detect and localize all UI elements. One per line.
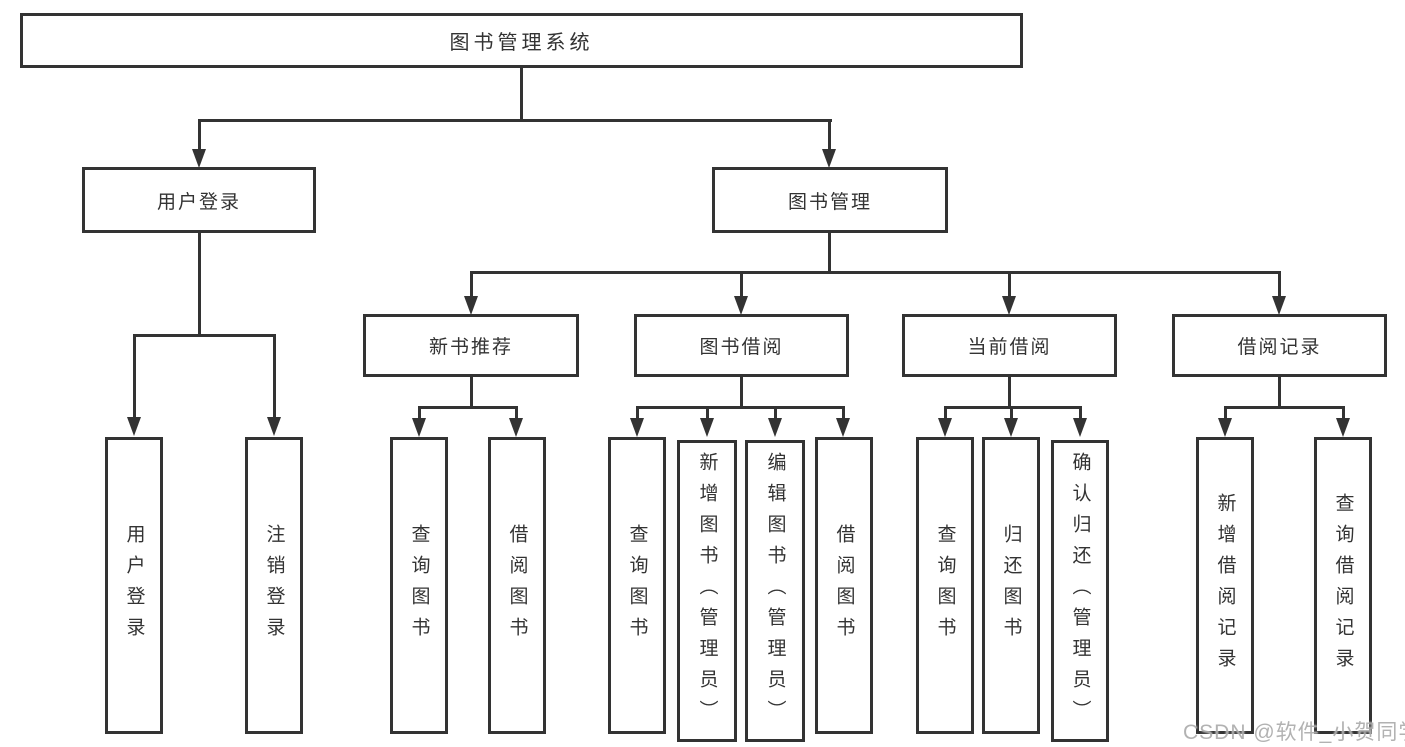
node-label: 用户登录 [123,523,145,648]
connector-line [1008,375,1011,408]
arrowhead-icon [700,418,714,437]
node-label: 借阅图书 [506,523,528,648]
connector-line [1278,375,1281,408]
csdn-watermark: CSDN @软件_小贺同学 [1183,721,1405,744]
leaf-borrow-books: 借阅图书 [815,437,873,734]
connector-line [828,231,831,274]
arrowhead-icon [412,418,426,437]
connector-line [1224,406,1344,409]
node-label: 编辑图书（管理员） [764,451,786,731]
connector-line [1008,271,1011,298]
node-label: 查询图书 [626,523,648,648]
connector-line [133,334,136,418]
leaf-query-books: 查询图书 [916,437,974,734]
node-label: 图书管理 [787,191,872,213]
connector-line [944,406,1082,409]
connector-line [1278,271,1281,298]
connector-line [828,119,831,150]
node-user-login: 用户登录 [82,167,316,233]
connector-line [774,406,777,420]
connector-line [273,334,276,418]
leaf-logout: 注销登录 [245,437,303,734]
leaf-add-borrow-record: 新增借阅记录 [1196,437,1254,734]
node-label: 确认归还（管理员） [1069,451,1091,731]
arrowhead-icon [938,418,952,437]
node-label: 注销登录 [263,523,285,648]
connector-line [418,406,518,409]
node-current-borrowing: 当前借阅 [902,314,1117,377]
node-label: 新书推荐 [428,337,513,358]
node-library-management-system: 图书管理系统 [20,13,1023,68]
connector-line [515,406,518,420]
arrowhead-icon [127,417,141,436]
node-label: 新增借阅记录 [1214,492,1236,679]
connector-line [1342,406,1345,420]
connector-line [842,406,845,420]
leaf-query-books: 查询图书 [608,437,666,734]
connector-line [470,271,1281,274]
leaf-confirm-return-admin: 确认归还（管理员） [1051,440,1109,742]
connector-line [636,406,845,409]
arrowhead-icon [1272,296,1286,315]
arrowhead-icon [1002,296,1016,315]
arrowhead-icon [768,418,782,437]
arrowhead-icon [1218,418,1232,437]
arrowhead-icon [630,418,644,437]
node-label: 图书借阅 [699,337,784,358]
arrowhead-icon [734,296,748,315]
connector-line [740,271,743,298]
connector-line [520,66,523,122]
node-label: 归还图书 [1000,523,1022,648]
arrowhead-icon [192,149,206,168]
node-new-book-recommendation: 新书推荐 [363,314,579,377]
connector-line [1224,406,1227,420]
node-label: 新增图书（管理员） [696,451,718,731]
node-label: 查询借阅记录 [1332,492,1354,679]
leaf-add-books-admin: 新增图书（管理员） [677,440,737,742]
node-label: 借阅记录 [1237,337,1322,358]
connector-line [418,406,421,420]
node-label: 用户登录 [156,191,241,213]
arrowhead-icon [822,149,836,168]
node-book-management: 图书管理 [712,167,948,233]
connector-line [470,375,473,408]
node-label: 查询图书 [934,523,956,648]
leaf-query-books: 查询图书 [390,437,448,734]
leaf-return-books: 归还图书 [982,437,1040,734]
arrowhead-icon [836,418,850,437]
node-label: 图书管理系统 [449,32,594,54]
connector-line [944,406,947,420]
connector-line [198,119,201,150]
arrowhead-icon [464,296,478,315]
node-label: 查询图书 [408,523,430,648]
connector-line [636,406,639,420]
arrowhead-icon [1004,418,1018,437]
connector-line [706,406,709,420]
node-borrowing-records: 借阅记录 [1172,314,1387,377]
connector-line [198,119,832,122]
arrowhead-icon [1336,418,1350,437]
connector-line [1079,406,1082,420]
leaf-edit-books-admin: 编辑图书（管理员） [745,440,805,742]
arrowhead-icon [1073,418,1087,437]
node-label: 借阅图书 [833,523,855,648]
node-book-borrowing: 图书借阅 [634,314,849,377]
connector-line [470,271,473,298]
connector-line [740,375,743,408]
leaf-borrow-books: 借阅图书 [488,437,546,734]
arrowhead-icon [509,418,523,437]
arrowhead-icon [267,417,281,436]
connector-line [1010,406,1013,420]
node-label: 当前借阅 [967,337,1052,358]
connector-line [133,334,276,337]
leaf-query-borrow-record: 查询借阅记录 [1314,437,1372,734]
connector-line [198,231,201,336]
leaf-user-login: 用户登录 [105,437,163,734]
